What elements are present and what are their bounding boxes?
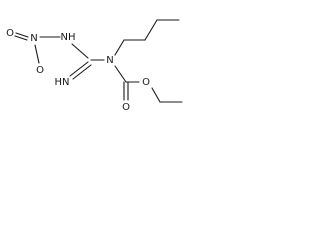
bond-o1-n xyxy=(15,32,29,38)
atom-carbonyl-o: O xyxy=(122,102,130,113)
atom-ester-o: O xyxy=(142,77,150,88)
structure-canvas: O N O NH HN N O O xyxy=(0,0,204,127)
bond-c2-c3 xyxy=(144,19,158,41)
atom-nh: NH xyxy=(61,32,76,43)
atom-amide-n: N xyxy=(106,55,113,66)
atom-nitro-o1: O xyxy=(6,28,14,39)
bond-ester-o-methyl xyxy=(151,87,161,103)
bond-n-o2 xyxy=(34,44,40,64)
bond-c-imine xyxy=(69,61,89,77)
bond-n-c1 xyxy=(114,39,125,56)
atom-nitro-o2: O xyxy=(36,65,44,76)
bond-n-carbonyl-c xyxy=(114,65,127,83)
bond-c-imine-double xyxy=(72,64,92,80)
bond-o1-n-double xyxy=(14,35,28,41)
molecule-structure: O N O NH HN N O O xyxy=(6,19,183,113)
atom-imine: HN xyxy=(55,77,70,88)
atom-nitro-n: N xyxy=(30,33,37,44)
bond-nh-c xyxy=(71,43,89,59)
